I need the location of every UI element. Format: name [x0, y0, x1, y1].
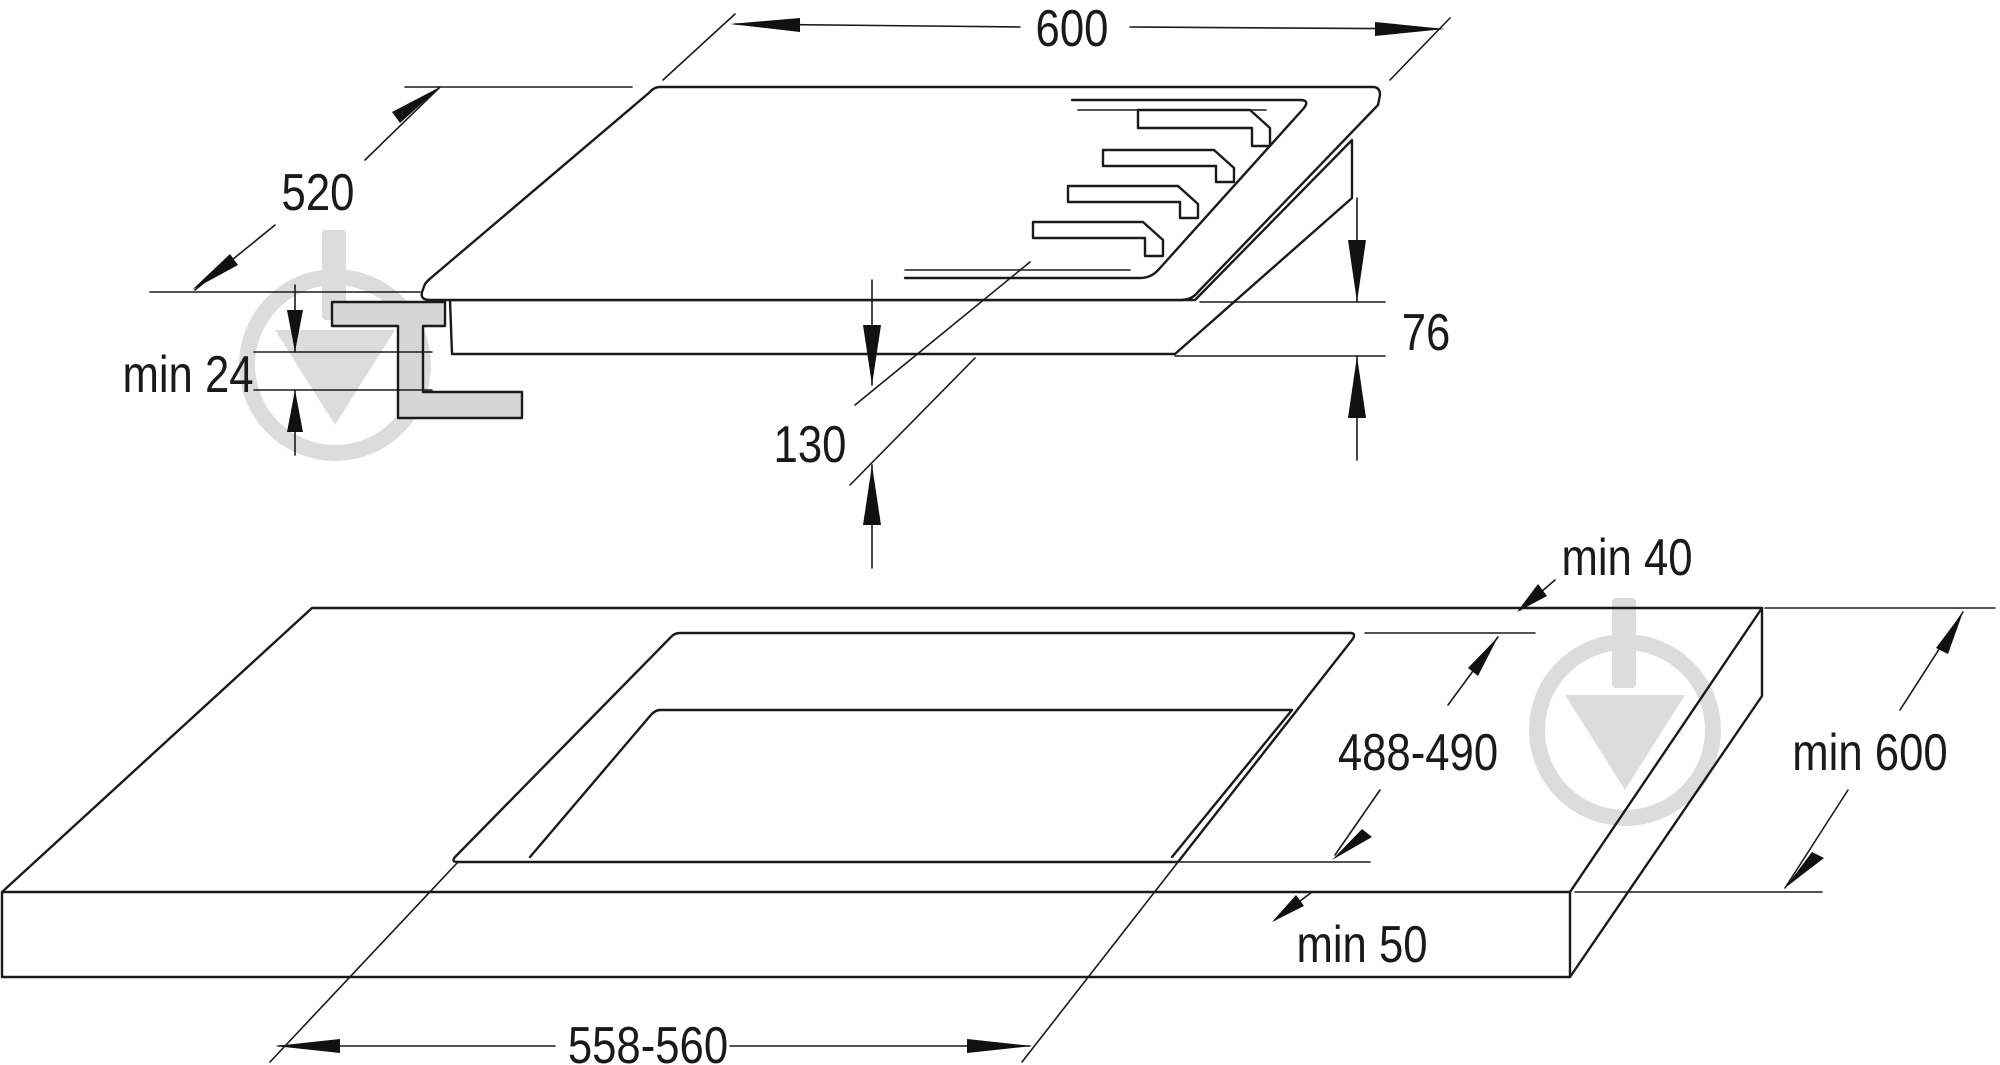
dim-min-600: min 600: [1574, 607, 1996, 893]
dim-height-76: 76: [1174, 197, 1451, 461]
hob-glass-top: [420, 85, 1382, 302]
dim-min-50: min 50: [1272, 891, 1428, 974]
label-min-600: min 600: [1792, 725, 1947, 782]
worktop-front-face: [0, 890, 1572, 979]
label-558-560: 558-560: [568, 1018, 728, 1065]
dim-min-40: min 40: [1517, 530, 1693, 612]
watermark-logo-right: [1529, 598, 1721, 826]
label-76: 76: [1402, 305, 1451, 362]
control-knob-3: [1066, 184, 1200, 220]
cutout-outer-edge: [452, 631, 1356, 864]
label-520: 520: [282, 165, 355, 222]
dim-width-600: 600: [662, 1, 1451, 81]
control-panel-frame: [903, 98, 1308, 280]
label-600: 600: [1036, 1, 1109, 58]
worktop-side-face: [1568, 606, 1764, 979]
control-knob-2: [1101, 148, 1236, 184]
watermark-logo-left: [239, 230, 431, 461]
hob-drawing: [420, 85, 1382, 356]
worktop-drawing: [0, 606, 1764, 979]
control-knob-1: [1136, 108, 1272, 148]
mounting-bracket: [330, 300, 524, 420]
dim-depth-520: 520: [149, 86, 633, 293]
dim-min-24: min 24: [122, 284, 433, 456]
label-min-24: min 24: [122, 347, 253, 404]
control-knob-4: [1031, 220, 1165, 258]
dim-cutout-depth: 488-490: [1179, 632, 1536, 863]
dim-cutout-width: 558-560: [269, 861, 1179, 1065]
dim-depth-130: 130: [774, 261, 1031, 569]
label-min-40: min 40: [1561, 530, 1692, 587]
label-130: 130: [774, 417, 847, 474]
cutout-inner-edge: [528, 708, 1294, 859]
label-488-490: 488-490: [1338, 725, 1498, 782]
label-min-50: min 50: [1296, 917, 1427, 974]
